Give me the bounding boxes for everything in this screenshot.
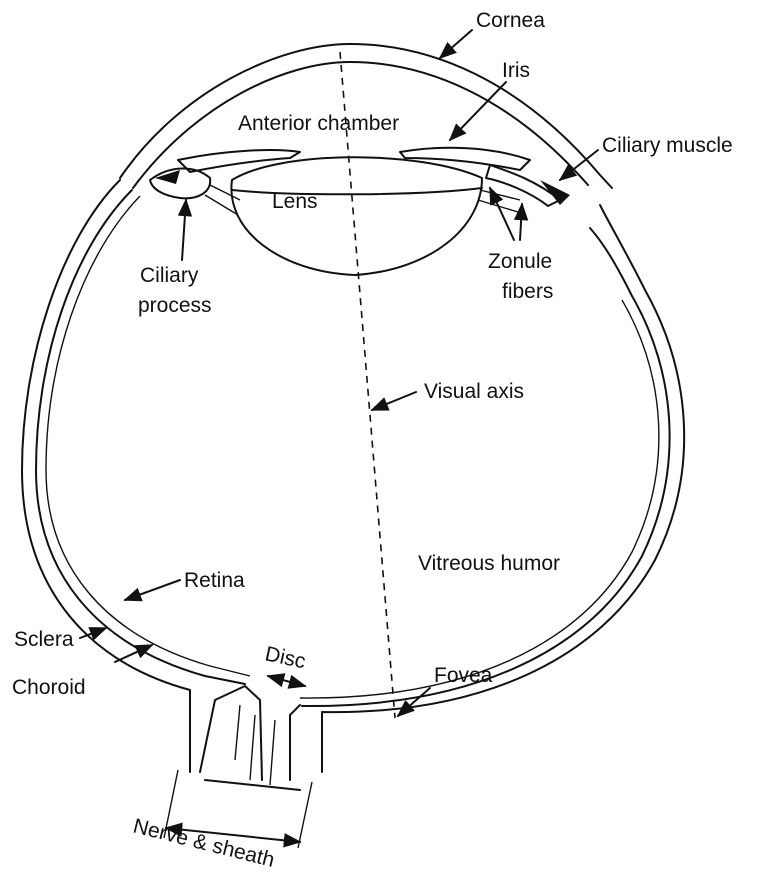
leader-arrows xyxy=(80,30,598,848)
label-ciliary-process-line1: Ciliary xyxy=(140,264,199,287)
label-zonule-fibers-line1: Zonule xyxy=(488,250,552,273)
label-disc: Disc xyxy=(263,642,308,673)
optic-nerve xyxy=(200,686,300,790)
visual-axis-line xyxy=(340,52,395,718)
label-zonule-fibers-line2: fibers xyxy=(502,280,553,303)
label-nerve-sheath: Nerve & sheath xyxy=(131,815,277,872)
iris xyxy=(178,148,530,172)
label-sclera: Sclera xyxy=(14,628,74,651)
label-retina: Retina xyxy=(184,569,245,592)
ciliary-body-right xyxy=(486,165,570,206)
sclera-outer-wall xyxy=(22,180,684,772)
label-anterior-chamber: Anterior chamber xyxy=(238,112,399,135)
label-ciliary-process-line2: process xyxy=(138,294,212,317)
label-cornea: Cornea xyxy=(476,9,545,32)
label-lens: Lens xyxy=(272,190,318,213)
label-vitreous-humor: Vitreous humor xyxy=(418,552,560,575)
ciliary-body-left xyxy=(150,168,210,198)
retina-layer xyxy=(46,196,659,698)
label-visual-axis: Visual axis xyxy=(424,380,524,403)
label-choroid: Choroid xyxy=(12,676,86,699)
label-iris: Iris xyxy=(502,59,530,82)
label-ciliary-muscle: Ciliary muscle xyxy=(602,134,733,157)
choroid-layer xyxy=(36,190,670,706)
label-fovea: Fovea xyxy=(434,664,493,687)
lens xyxy=(231,157,482,275)
